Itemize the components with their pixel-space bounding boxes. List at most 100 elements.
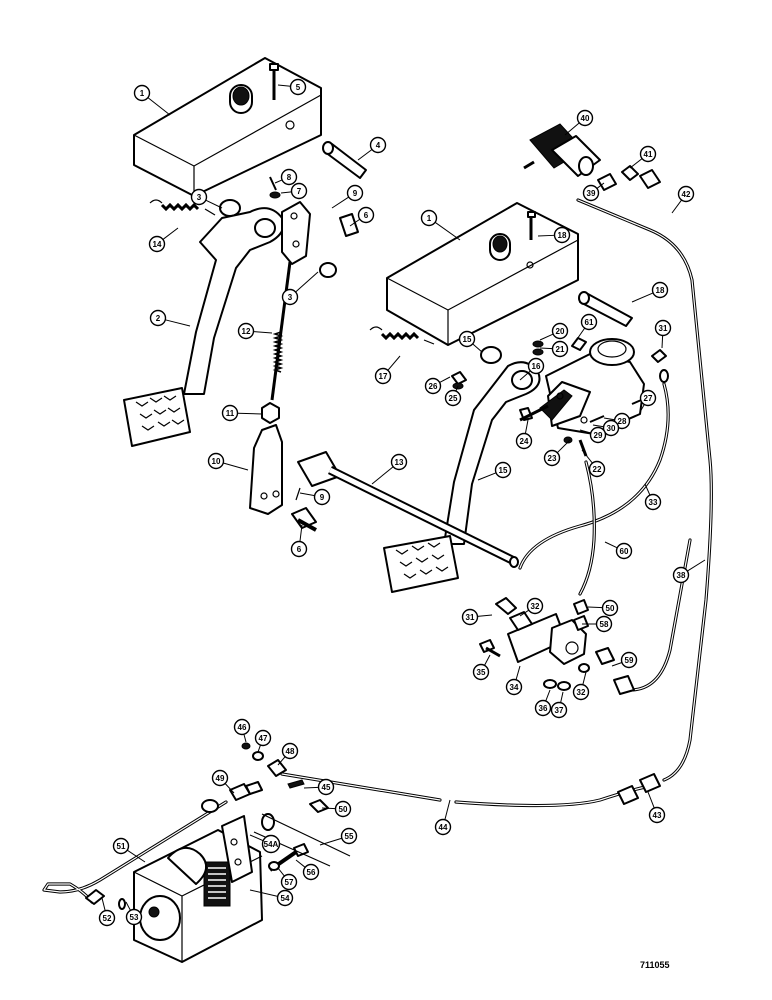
callout-bubble	[458, 330, 476, 348]
callout-bubble	[434, 818, 452, 836]
callout-bubble	[390, 453, 408, 471]
callout-label: 52	[103, 914, 112, 923]
callout-bubble	[444, 389, 462, 407]
callout-bubble	[572, 683, 590, 701]
callout-bubble	[424, 377, 442, 395]
callout-18: 18	[631, 281, 669, 303]
callout-21: 21	[539, 340, 569, 358]
callout-bubble	[313, 488, 331, 506]
callout-label: 26	[429, 382, 438, 391]
callout-bubble	[551, 322, 569, 340]
callout-49: 49	[211, 769, 235, 794]
callout-label: 55	[345, 832, 354, 841]
callout-47: 47	[254, 729, 272, 753]
leader-line	[629, 158, 643, 169]
callout-41: 41	[629, 145, 657, 169]
bottom-fittings	[85, 742, 661, 910]
callout-55: 55	[319, 827, 358, 846]
callout-bubble	[369, 136, 387, 154]
leader-line	[224, 783, 235, 794]
left-small-parts	[269, 176, 359, 278]
left-cotter-and-pin	[291, 487, 317, 532]
leader-line	[274, 179, 283, 184]
callout-label: 4	[376, 141, 381, 150]
callout-22: 22	[581, 449, 606, 478]
leader-line	[277, 867, 285, 877]
callout-bubble	[340, 827, 358, 845]
callout-bubble	[190, 188, 208, 206]
left-pivot-pin	[322, 141, 367, 179]
leader-line	[545, 689, 551, 702]
callout-bubble	[374, 367, 392, 385]
callout-label: 54A	[264, 840, 279, 849]
callout-bubble	[550, 701, 568, 719]
callout-15: 15	[458, 330, 483, 353]
callout-label: 58	[600, 620, 609, 629]
callout-label: 24	[520, 437, 529, 446]
callout-label: 3	[288, 293, 293, 302]
leader-line	[671, 199, 682, 214]
callout-50: 50	[587, 599, 619, 617]
callout-23: 23	[543, 439, 571, 467]
callout-label: 30	[607, 424, 616, 433]
leader-line	[125, 901, 131, 911]
callout-34: 34	[505, 665, 523, 696]
callout-label: 25	[449, 394, 458, 403]
leader-line	[387, 355, 401, 371]
callout-label: 42	[682, 190, 691, 199]
callout-label: 40	[581, 114, 590, 123]
leader-line	[319, 837, 342, 846]
leader-line	[647, 791, 655, 809]
callout-bubble	[346, 184, 364, 202]
callout-label: 37	[555, 706, 564, 715]
callout-label: 23	[548, 454, 557, 463]
right-mounting-bracket	[386, 202, 579, 346]
leader-line	[687, 559, 706, 572]
leader-line	[434, 221, 461, 241]
callout-label: 1	[140, 89, 145, 98]
left-return-spring	[149, 199, 216, 216]
callout-label: 8	[287, 173, 292, 182]
leader-line	[519, 609, 530, 617]
callout-13: 13	[371, 453, 408, 485]
callout-25: 25	[444, 385, 462, 407]
leader-line	[611, 662, 623, 667]
callout-30: 30	[592, 419, 620, 437]
callout-11: 11	[221, 404, 263, 422]
callout-32: 32	[572, 671, 590, 701]
callout-bubble	[281, 288, 299, 306]
callout-44: 44	[434, 799, 452, 836]
callout-label: 36	[539, 704, 548, 713]
callout-61: 61	[574, 313, 598, 343]
callout-label: 6	[297, 545, 302, 554]
leader-line	[604, 541, 618, 549]
callout-31: 31	[461, 608, 493, 626]
callout-12: 12	[237, 322, 273, 340]
callout-label: 1	[427, 214, 432, 223]
callout-label: 13	[395, 458, 404, 467]
callout-label: 31	[659, 324, 668, 333]
brake-light-switch	[523, 123, 661, 191]
callout-bubble	[472, 663, 490, 681]
figure-number: 711055	[640, 960, 670, 970]
callout-27: 27	[639, 389, 657, 413]
callout-bubble	[261, 834, 281, 854]
leader-line	[237, 412, 263, 415]
callout-bubble	[233, 718, 251, 736]
leader-line	[277, 84, 291, 87]
callout-label: 60	[620, 547, 629, 556]
leader-line	[537, 234, 555, 237]
leader-line	[477, 472, 497, 481]
leader-line	[371, 466, 394, 485]
callout-7: 7	[280, 182, 308, 200]
callout-bubble	[280, 168, 298, 186]
leader-line	[253, 331, 273, 334]
callout-bubble	[620, 651, 638, 669]
leader-line	[579, 429, 591, 434]
callout-14: 14	[148, 227, 179, 253]
brake-pedal-right	[383, 361, 541, 593]
leader-line	[147, 97, 171, 116]
callout-bubble	[505, 678, 523, 696]
callout-6: 6	[349, 206, 375, 227]
